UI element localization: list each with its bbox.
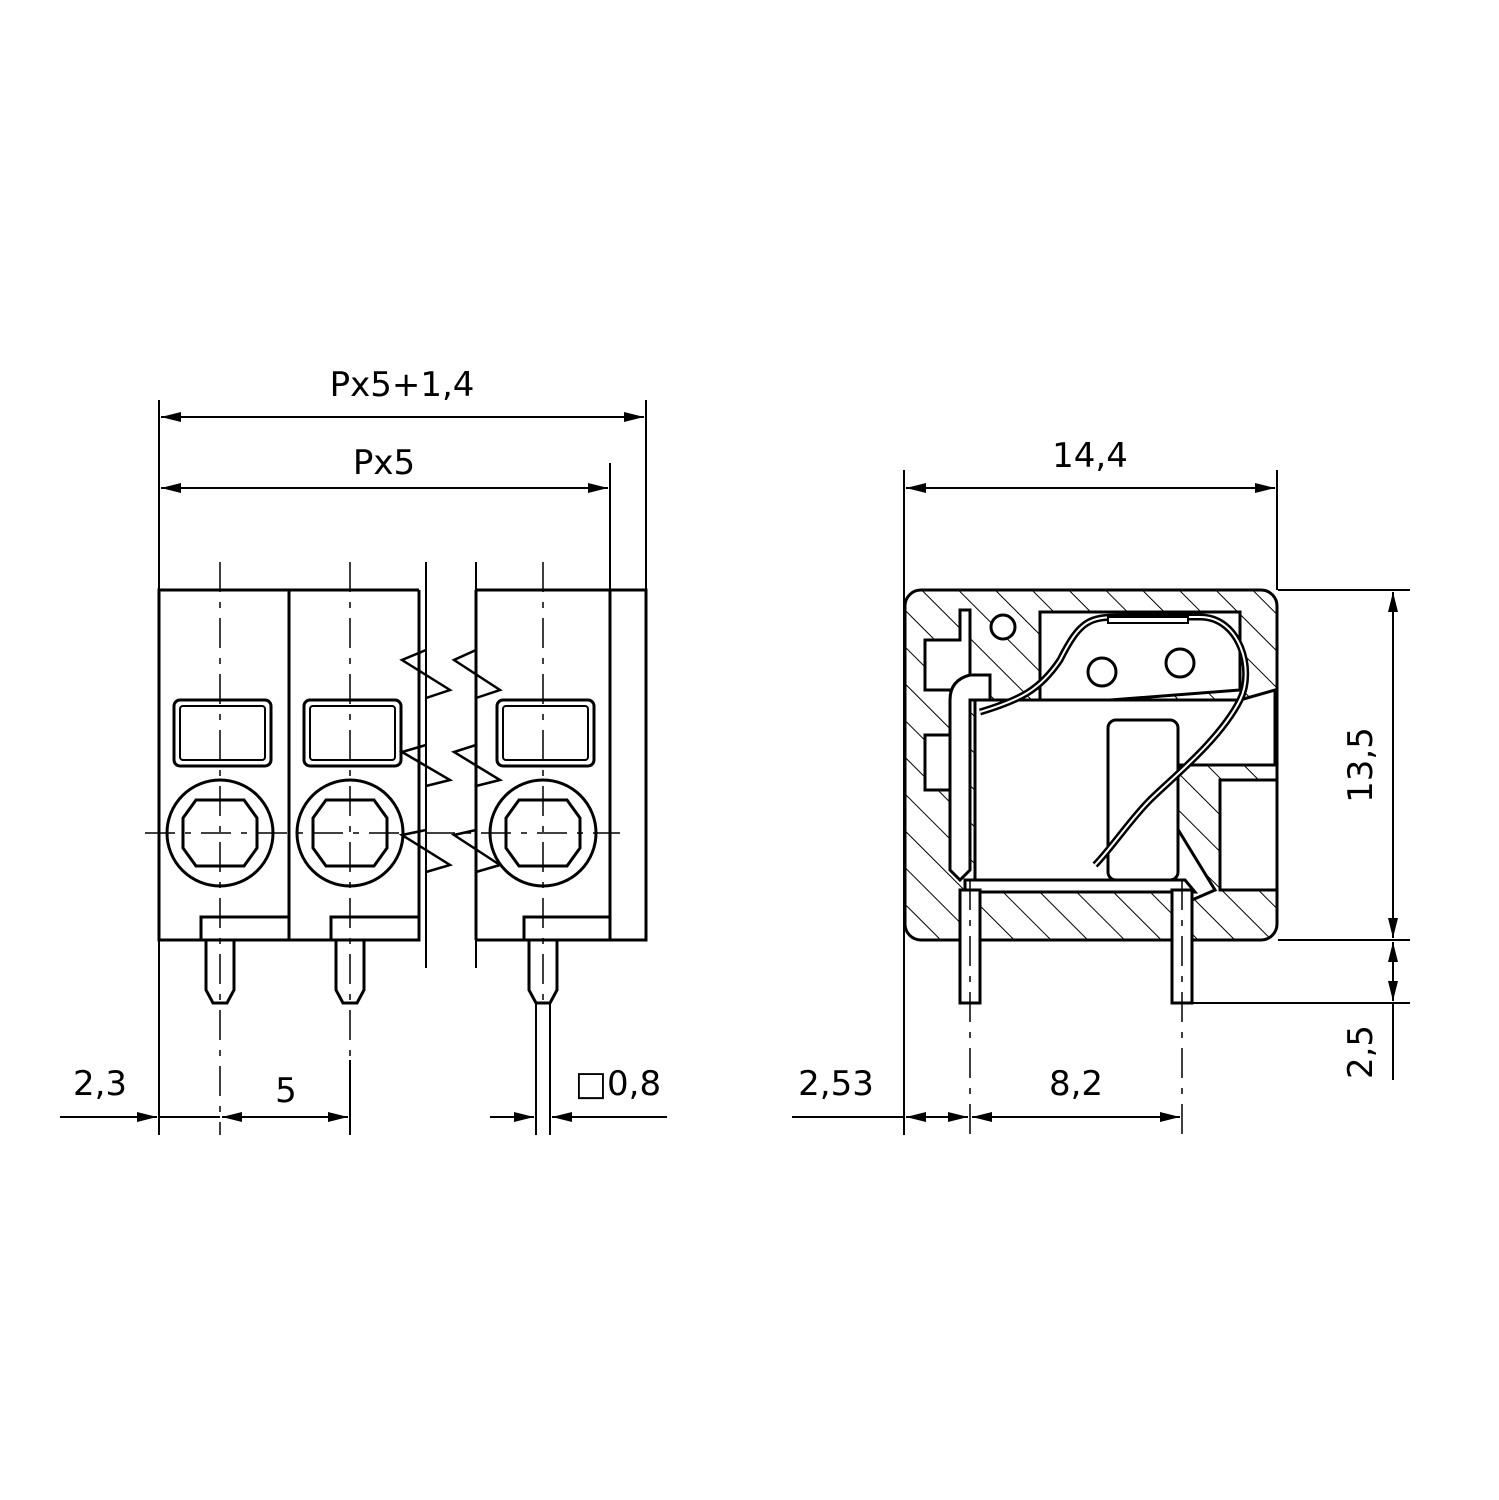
dim-pin-length: 2,5 xyxy=(1341,1025,1381,1079)
dim-side-width: 14,4 xyxy=(1052,436,1128,476)
side-view xyxy=(792,470,1410,1135)
dim-edge-to-first-pin: 2,3 xyxy=(73,1064,127,1104)
dim-pin-size: □0,8 xyxy=(575,1064,661,1104)
dim-overall-width: Px5+1,4 xyxy=(330,365,475,405)
dim-pitch-total: Px5 xyxy=(353,443,415,483)
front-view xyxy=(60,400,667,1135)
dim-edge-to-pin: 2,53 xyxy=(798,1064,874,1104)
dim-pin-spacing: 8,2 xyxy=(1049,1064,1103,1104)
dim-pitch: 5 xyxy=(275,1071,297,1111)
dim-side-height: 13,5 xyxy=(1341,727,1381,803)
